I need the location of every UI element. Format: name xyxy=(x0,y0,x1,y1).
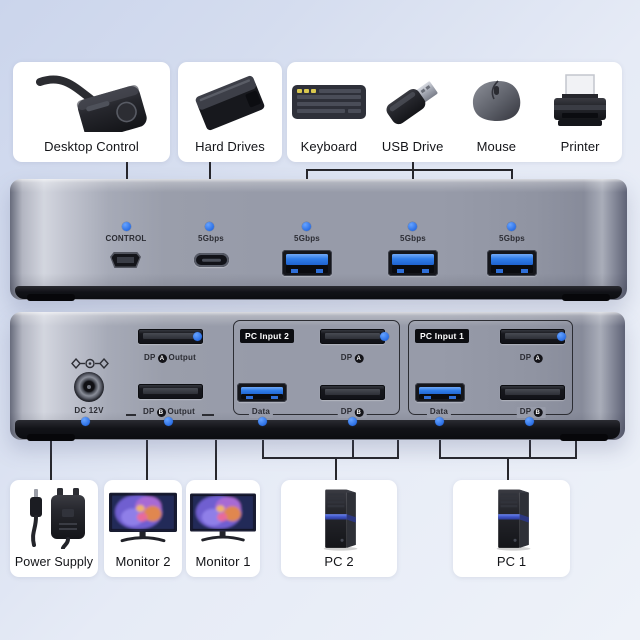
desktop-control-card: Desktop Control xyxy=(13,62,170,162)
peripheral-mouse: Mouse xyxy=(455,62,539,162)
printer-label: Printer xyxy=(560,139,600,154)
displayport-port xyxy=(320,329,385,344)
connection-dot xyxy=(122,222,131,231)
usb-a-port xyxy=(237,383,287,402)
monitor-2-label: Monitor 2 xyxy=(115,554,171,569)
usb-drive-label: USB Drive xyxy=(381,139,444,154)
connection-dot xyxy=(348,417,357,426)
connector-line xyxy=(50,429,52,480)
connection-dot xyxy=(435,417,444,426)
power-supply-icon xyxy=(10,486,98,549)
pc-1-card: PC 1 xyxy=(453,480,570,577)
connector-line xyxy=(352,429,354,458)
displayport-port xyxy=(138,384,203,399)
keyboard-label: Keyboard xyxy=(300,139,358,154)
power-supply-card: Power Supply xyxy=(10,480,98,577)
pc1-data-label: Data xyxy=(426,407,452,418)
pc-2-card: PC 2 xyxy=(281,480,397,577)
pc-input-1-badge: PC Input 1 xyxy=(415,329,470,344)
usb-c-port-label: 5Gbps xyxy=(198,234,224,243)
peripheral-keyboard: Keyboard xyxy=(287,62,371,162)
connection-dot xyxy=(302,222,311,231)
label-tick xyxy=(202,414,214,416)
displayport-port xyxy=(320,385,385,400)
dock-front-view: CONTROL 5Gbps 5Gbps 5Gbps 5Gbps xyxy=(10,179,627,301)
polarity-icon xyxy=(71,357,109,370)
monitor-icon xyxy=(186,486,260,549)
mouse-label: Mouse xyxy=(476,139,517,154)
connection-dot xyxy=(205,222,214,231)
connection-dot xyxy=(164,417,173,426)
dc-jack xyxy=(74,372,104,402)
usb-a-port-label: 5Gbps xyxy=(400,234,426,243)
usb-c-port xyxy=(194,253,229,267)
connector-line xyxy=(507,457,509,480)
printer-icon xyxy=(538,68,622,134)
connector-line xyxy=(146,429,148,480)
connection-dot xyxy=(525,417,534,426)
connection-dot xyxy=(258,417,267,426)
connector-line xyxy=(262,457,399,459)
pc-1-label: PC 1 xyxy=(496,554,527,569)
pc-input-2-badge: PC Input 2 xyxy=(240,329,295,344)
connector-line xyxy=(306,169,513,171)
pc-tower-icon xyxy=(281,486,397,551)
pc-input-2-group xyxy=(233,320,400,415)
usb-a-port xyxy=(415,383,465,402)
connection-dot xyxy=(193,332,202,341)
connection-dot xyxy=(507,222,516,231)
pc-tower-icon xyxy=(453,486,570,551)
control-port-label: CONTROL xyxy=(105,234,147,243)
hard-drives-card: Hard Drives xyxy=(178,62,282,162)
usb-a-port xyxy=(388,250,438,276)
desktop-control-label: Desktop Control xyxy=(44,139,139,154)
hard-drive-icon xyxy=(178,68,282,134)
mini-usb-port xyxy=(110,252,141,268)
displayport-port xyxy=(138,329,203,344)
desktop-control-icon xyxy=(13,68,170,134)
device-base xyxy=(15,286,622,301)
pc-input-1-group xyxy=(408,320,573,415)
hard-drives-label: Hard Drives xyxy=(195,139,265,154)
connection-dot xyxy=(557,332,566,341)
usb-a-port xyxy=(282,250,332,276)
keyboard-icon xyxy=(287,68,371,134)
mouse-icon xyxy=(455,68,539,134)
monitor-2-card: Monitor 2 xyxy=(104,480,182,577)
connector-line xyxy=(529,429,531,458)
pc2-data-label: Data xyxy=(248,407,274,418)
monitor-1-label: Monitor 1 xyxy=(195,554,251,569)
displayport-port xyxy=(500,385,565,400)
connection-dot xyxy=(380,332,389,341)
power-supply-label: Power Supply xyxy=(14,555,94,569)
connector-line xyxy=(335,457,337,480)
pc-2-label: PC 2 xyxy=(324,554,354,569)
connection-dot xyxy=(81,417,90,426)
usb-a-port-label: 5Gbps xyxy=(499,234,525,243)
connection-dot xyxy=(408,222,417,231)
connector-line xyxy=(262,429,264,458)
usb-a-port-label: 5Gbps xyxy=(294,234,320,243)
connector-line xyxy=(439,429,441,458)
label-tick xyxy=(126,414,136,416)
monitor-icon xyxy=(104,486,182,549)
usb-drive-icon xyxy=(371,68,455,134)
monitor-1-card: Monitor 1 xyxy=(186,480,260,577)
usb-a-port xyxy=(487,250,537,276)
dc-label: DC 12V xyxy=(74,406,104,415)
peripheral-usb-drive: USB Drive xyxy=(371,62,455,162)
peripheral-printer: Printer xyxy=(538,62,622,162)
peripherals-card: Keyboard USB Drive xyxy=(287,62,622,162)
displayport-port xyxy=(500,329,565,344)
